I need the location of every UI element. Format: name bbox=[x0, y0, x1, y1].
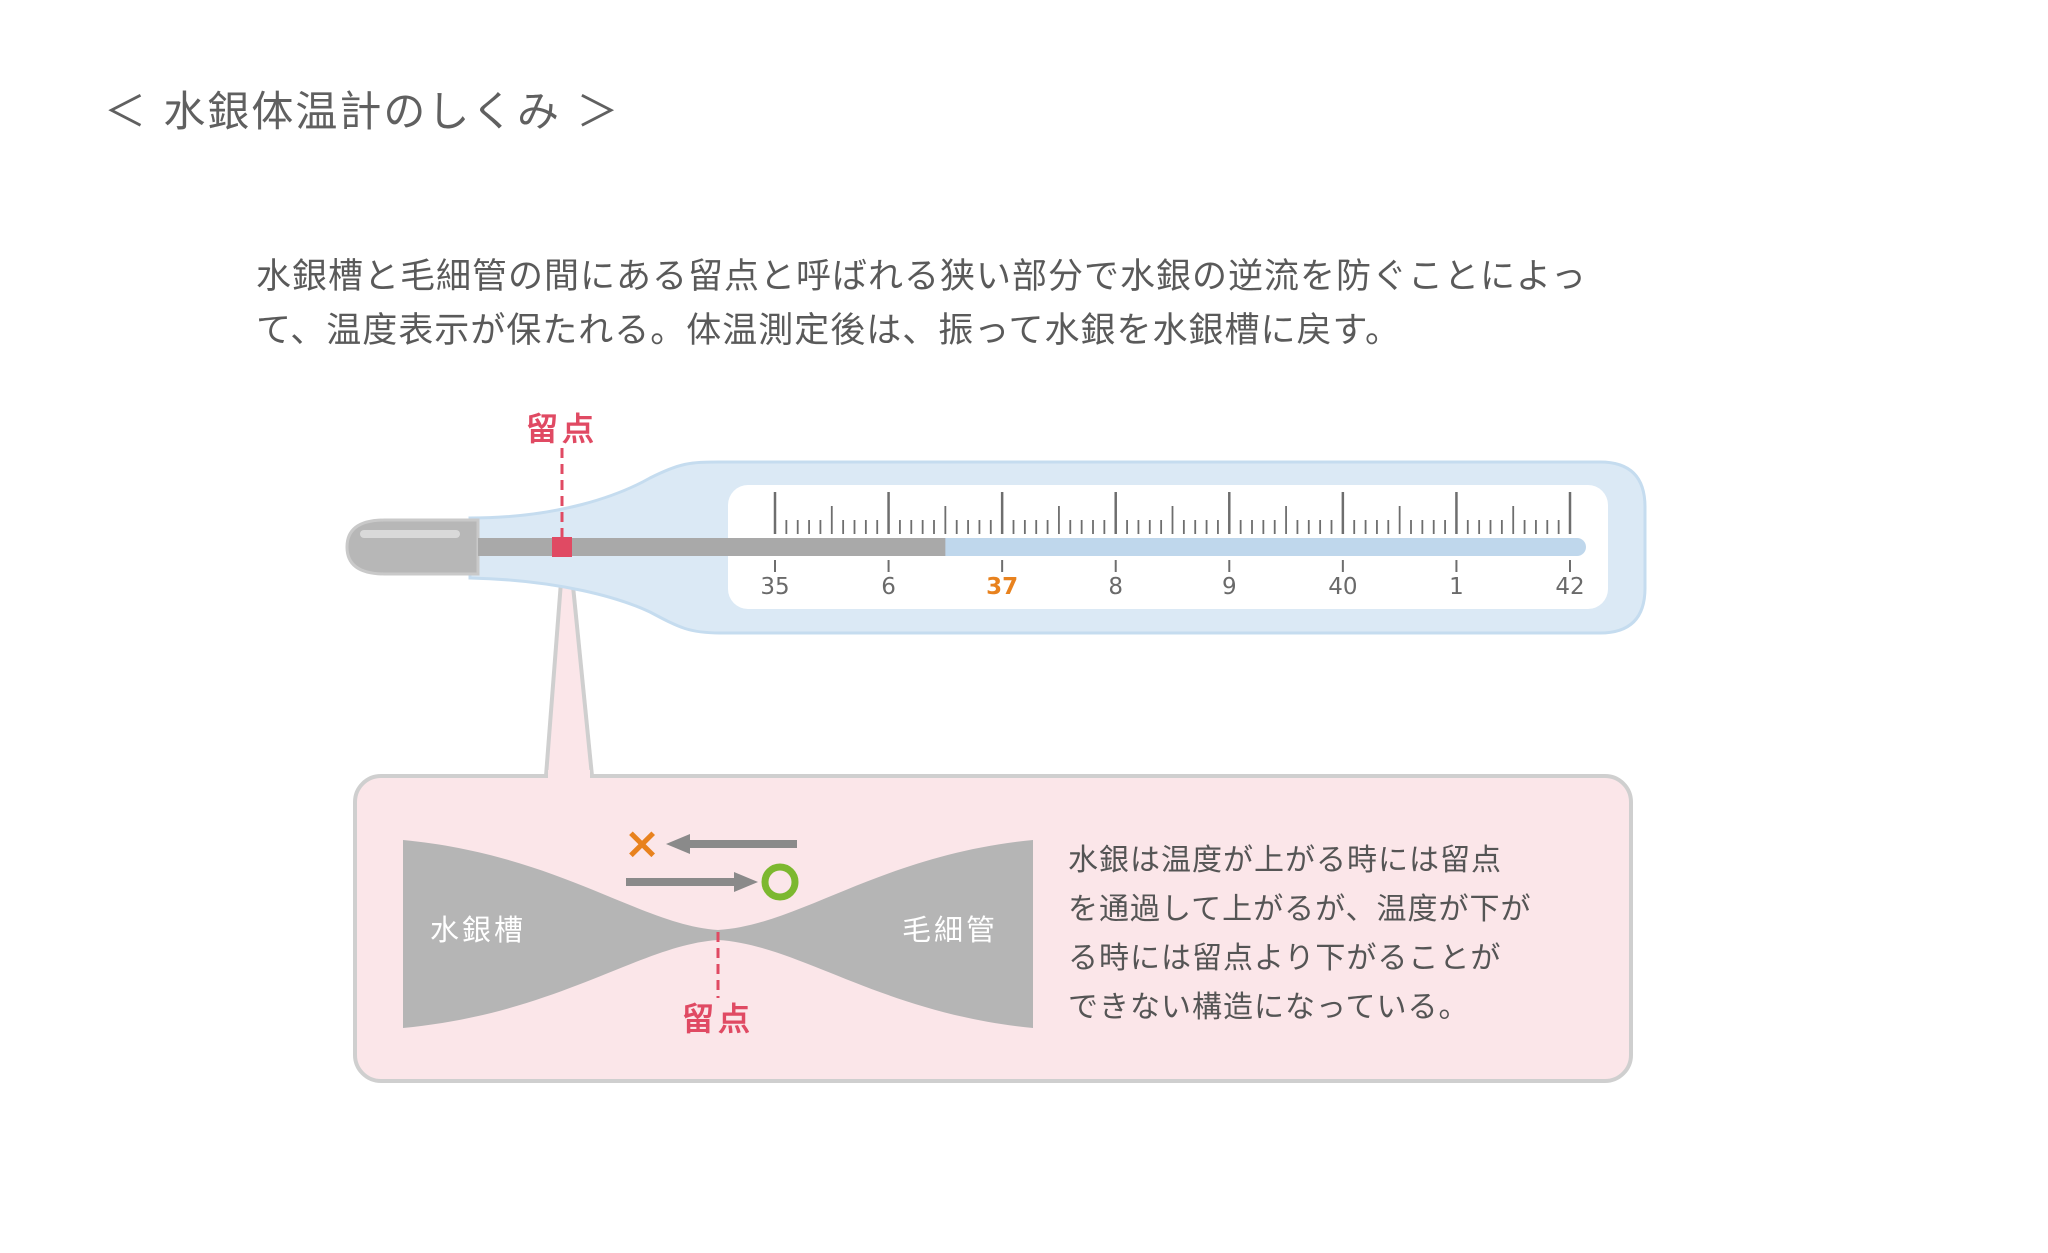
detail-callout: 水銀槽 毛細管 留点 × bbox=[353, 554, 1633, 1083]
forward-flow-arrow bbox=[626, 872, 758, 892]
thermometer: 留点 35 6 37 8 9 40 1 42 bbox=[345, 410, 1647, 635]
callout-joint-cover bbox=[548, 770, 590, 780]
note-line: を通過して上がるが、温度が下が bbox=[1068, 892, 1532, 927]
scale-label: 1 bbox=[1449, 574, 1464, 600]
bulb-highlight bbox=[360, 530, 460, 538]
scale-label: 9 bbox=[1222, 574, 1237, 600]
scale-ticks bbox=[773, 492, 1572, 572]
scale-label: 35 bbox=[760, 574, 789, 600]
constriction-label-detail: 留点 bbox=[682, 1000, 754, 1038]
page-title: ＜ 水銀体温計のしくみ ＞ bbox=[104, 87, 621, 136]
backflow-arrow bbox=[666, 834, 797, 854]
scale-label: 37 bbox=[986, 574, 1018, 600]
allowed-icon bbox=[761, 863, 799, 901]
description: 水銀槽と毛細管の間にある留点と呼ばれる狭い部分で水銀の逆流を防ぐことによっ て、… bbox=[256, 250, 1836, 358]
description-line: て、温度表示が保たれる。体温測定後は、振って水銀を水銀槽に戻す。 bbox=[256, 311, 1402, 351]
constriction-point bbox=[552, 537, 572, 557]
note-line: 水銀は温度が上がる時には留点 bbox=[1068, 843, 1502, 878]
reservoir-label: 水銀槽 bbox=[430, 913, 526, 947]
scale-label: 8 bbox=[1108, 574, 1123, 600]
scale-label: 6 bbox=[881, 574, 896, 600]
scale-label: 42 bbox=[1555, 574, 1584, 600]
note-line: る時には留点より下がることが bbox=[1068, 941, 1502, 976]
scale-label: 40 bbox=[1328, 574, 1357, 600]
capillary-label: 毛細管 bbox=[902, 913, 998, 947]
mercury-bulb bbox=[345, 518, 480, 576]
mercury-column bbox=[478, 538, 946, 556]
note-line: できない構造になっている。 bbox=[1068, 990, 1470, 1025]
detail-note: 水銀は温度が上がる時には留点 を通過して上がるが、温度が下が る時には留点より下… bbox=[1068, 836, 1588, 1032]
description-line: 水銀槽と毛細管の間にある留点と呼ばれる狭い部分で水銀の逆流を防ぐことによっ bbox=[256, 257, 1587, 297]
scale-labels: 35 6 37 8 9 40 1 42 bbox=[760, 574, 1584, 600]
blocked-icon: × bbox=[624, 818, 661, 869]
constriction-label: 留点 bbox=[526, 410, 598, 448]
